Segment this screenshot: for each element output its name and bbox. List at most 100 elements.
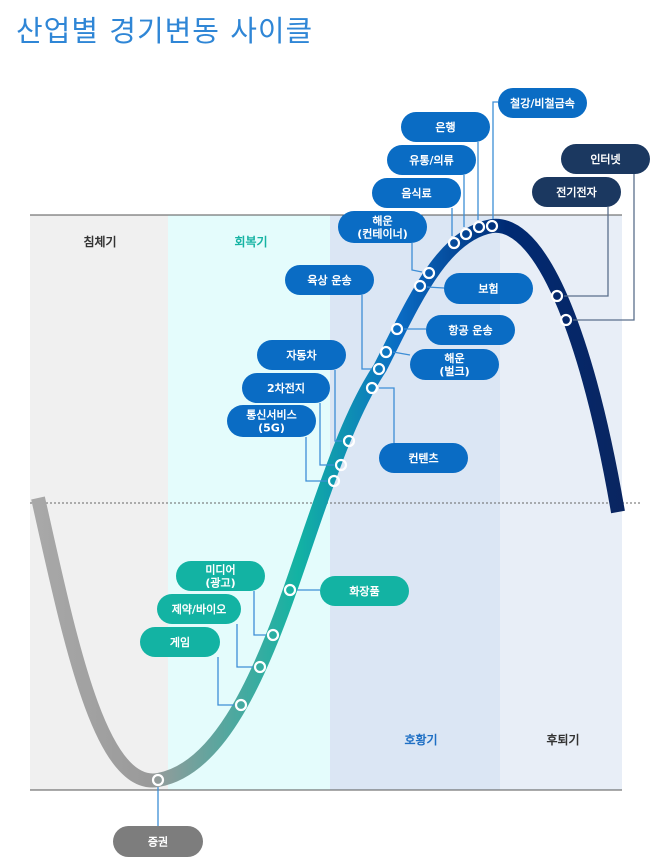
- business-cycle-curve: [31, 218, 625, 788]
- industry-8-pill-bg: [379, 443, 468, 473]
- industry-8-pill: 컨텐츠: [379, 443, 468, 473]
- industry-5-marker: [327, 474, 341, 488]
- industry-7-leader-line: [334, 370, 342, 442]
- industry-18-pill: 인터넷: [561, 144, 650, 174]
- industry-13-pill-bg: [338, 211, 427, 243]
- industry-6-pill: 2차전지: [242, 373, 330, 403]
- industry-11-marker: [390, 322, 404, 336]
- industry-18-pill-bg: [561, 144, 650, 174]
- industry-9-pill-bg: [285, 265, 374, 295]
- phase-label-boom: 호황기: [404, 732, 437, 747]
- industry-14-pill-bg: [372, 178, 461, 208]
- industry-6-marker: [334, 458, 348, 472]
- industry-10-label: 해운: [444, 351, 464, 365]
- industry-9-leader-line: [361, 295, 372, 370]
- industry-18-leader-line: [573, 174, 635, 321]
- industry-5-label: (5G): [258, 422, 285, 435]
- industry-8-label: 컨텐츠: [408, 451, 438, 465]
- industry-12-leader-line: [426, 286, 445, 289]
- industry-19-label: 전기전자: [556, 185, 597, 199]
- industry-16-label: 은행: [435, 120, 455, 134]
- industry-19-pill-bg: [532, 177, 621, 207]
- industry-13-label: (컨테이너): [357, 227, 408, 241]
- page-title: 산업별 경기변동 사이클: [16, 14, 314, 48]
- industry-19-marker: [550, 289, 564, 303]
- phase-label-slowdown: 후퇴기: [546, 732, 579, 747]
- industry-16-pill: 은행: [401, 112, 490, 142]
- phase-label-recession: 침체기: [83, 234, 116, 249]
- industry-13-label: 해운: [372, 214, 392, 228]
- industry-4-marker: [283, 583, 297, 597]
- industry-3-pill: 미디어(광고): [176, 561, 265, 591]
- industry-15-pill-bg: [387, 145, 476, 175]
- industry-7-pill-bg: [257, 340, 346, 370]
- industry-18-marker: [559, 313, 573, 327]
- industry-8-marker: [365, 381, 379, 395]
- industry-16-pill-bg: [401, 112, 490, 142]
- industry-14-label: 음식료: [401, 186, 431, 200]
- industry-12-marker: [413, 279, 427, 293]
- industry-17-marker: [485, 219, 499, 233]
- industry-3-leader-line: [253, 591, 266, 636]
- industry-0-label: 증권: [148, 836, 168, 849]
- industry-3-marker: [266, 628, 280, 642]
- industry-1-pill: 게임: [140, 627, 220, 657]
- industry-8-leader-line: [379, 387, 395, 443]
- phase-label-recovery: 회복기: [234, 234, 267, 249]
- industry-6-label: 2차전지: [267, 381, 305, 395]
- industry-17-pill-bg: [498, 88, 587, 118]
- industry-15-label: 유통/의류: [409, 153, 454, 167]
- industry-3-label: 미디어: [205, 563, 235, 577]
- industry-14-pill: 음식료: [372, 178, 461, 208]
- industry-7-marker: [342, 434, 356, 448]
- industry-0-pill: 증권: [113, 826, 203, 857]
- industry-18-label: 인터넷: [590, 152, 620, 166]
- industry-0-pill-bg: [113, 826, 203, 857]
- industry-2-marker: [253, 660, 267, 674]
- industry-10-marker: [379, 345, 393, 359]
- industry-1-marker: [234, 698, 248, 712]
- industry-5-label: 통신서비스: [246, 408, 297, 422]
- industry-12-label: 보험: [478, 282, 498, 296]
- industry-3-pill-bg: [176, 561, 265, 591]
- industry-9-pill: 육상 운송: [285, 265, 374, 295]
- industry-9-label: 육상 운송: [307, 273, 351, 287]
- industry-10-pill: 해운(벌크): [410, 349, 499, 380]
- industry-17-label: 철강/비철금속: [510, 96, 575, 110]
- industry-10-label: (벌크): [439, 364, 469, 378]
- industry-7-pill: 자동차: [257, 340, 346, 370]
- industry-14-marker: [447, 236, 461, 250]
- industry-17-leader-line: [492, 101, 498, 219]
- industry-12-pill: 보험: [444, 273, 533, 304]
- industry-15-pill: 유통/의류: [387, 145, 476, 175]
- industry-7-label: 자동차: [286, 348, 317, 362]
- industry-19-leader-line: [564, 207, 609, 297]
- industry-1-label: 게임: [170, 635, 190, 649]
- industry-4-pill: 화장품: [320, 576, 409, 606]
- industry-3-label: (광고): [205, 577, 235, 590]
- industry-2-label: 제약/바이오: [172, 602, 227, 616]
- industry-19-pill: 전기전자: [532, 177, 621, 207]
- industry-11-pill-bg: [426, 315, 515, 345]
- industry-2-leader-line: [236, 624, 253, 668]
- industry-6-leader-line: [319, 403, 334, 466]
- industry-1-leader-line: [217, 657, 234, 706]
- industry-0-marker: [151, 773, 165, 787]
- industry-13-pill: 해운(컨테이너): [338, 211, 427, 243]
- industry-2-pill-bg: [157, 594, 241, 624]
- industry-5-pill: 통신서비스(5G): [227, 405, 316, 437]
- industry-15-marker: [459, 227, 473, 241]
- industry-16-marker: [472, 220, 486, 234]
- industry-6-pill-bg: [242, 373, 330, 403]
- industry-4-label: 화장품: [349, 584, 379, 598]
- industry-17-pill: 철강/비철금속: [498, 88, 587, 118]
- industry-2-pill: 제약/바이오: [157, 594, 241, 624]
- industry-5-pill-bg: [227, 405, 316, 437]
- industry-5-leader-line: [305, 437, 327, 482]
- industry-11-label: 항공 운송: [448, 323, 492, 337]
- industry-11-pill: 항공 운송: [426, 315, 515, 345]
- industry-10-pill-bg: [410, 349, 499, 380]
- industry-13-leader-line: [411, 243, 423, 273]
